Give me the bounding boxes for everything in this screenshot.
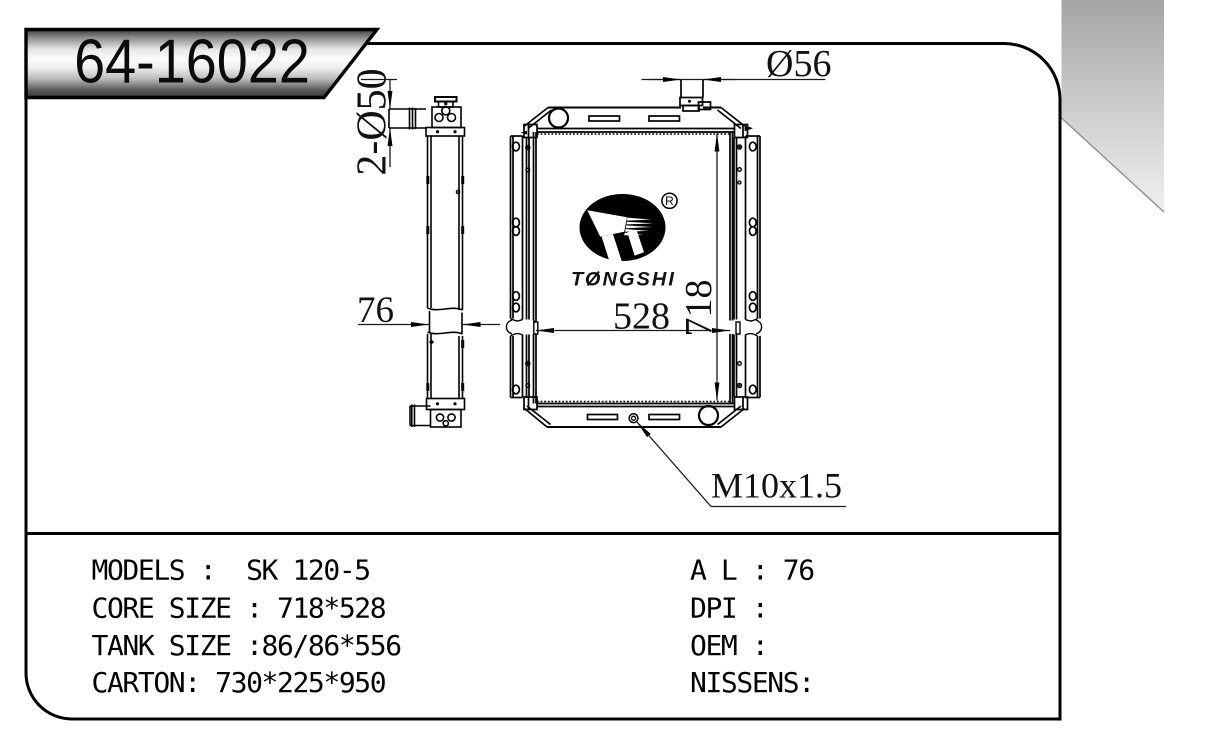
dim-drain-label: M10x1.5 (711, 466, 842, 506)
dim-filler-label: Ø56 (766, 43, 831, 85)
dim-thickness-label: 76 (357, 290, 394, 331)
dim-thickness: 76 (357, 290, 500, 331)
table-row-oem: OEM : (690, 629, 767, 662)
table-row-dpi: DPI : (690, 592, 767, 625)
table-row-tank-size: TANK SIZE :86/86*556 (92, 629, 402, 662)
dim-core-height-label: 718 (678, 280, 720, 337)
table-row-nissens: NISSENS: (690, 666, 814, 699)
table-row-al: A L : 76 (690, 554, 814, 587)
spec-table: MODELS : SK 120-5 CORE SIZE : 718*528 TA… (92, 554, 816, 700)
corner-decoration (1061, 0, 1165, 213)
front-view (505, 79, 763, 428)
dim-filler: Ø56 (641, 43, 831, 85)
dim-core-height: 718 (678, 133, 720, 401)
brand-name: TONGSHI (571, 269, 676, 291)
dim-drain: M10x1.5 (636, 421, 846, 508)
dim-core-width-label: 528 (613, 296, 670, 338)
registered-letter: R (665, 194, 674, 208)
brand-logo: R TONGSHI (571, 192, 678, 291)
side-view (388, 96, 466, 428)
table-row-models: MODELS : SK 120-5 (92, 554, 370, 587)
banner-part-number: 64-16022 (74, 28, 310, 96)
dim-core-width: 528 (536, 296, 730, 338)
table-row-carton: CARTON: 730*225*950 (92, 666, 386, 699)
dim-inlet: 2-Ø50 (350, 68, 397, 176)
dimensions: 2-Ø50 76 Ø56 528 718 M10x1.5 (350, 43, 846, 508)
table-row-core-size: CORE SIZE : 718*528 (92, 592, 386, 625)
dim-inlet-label: 2-Ø50 (350, 68, 396, 175)
drain-plug (628, 413, 639, 424)
page-border (24, 42, 1062, 721)
title-banner: 64-16022 (24, 27, 381, 100)
registered-mark: R (661, 192, 678, 210)
